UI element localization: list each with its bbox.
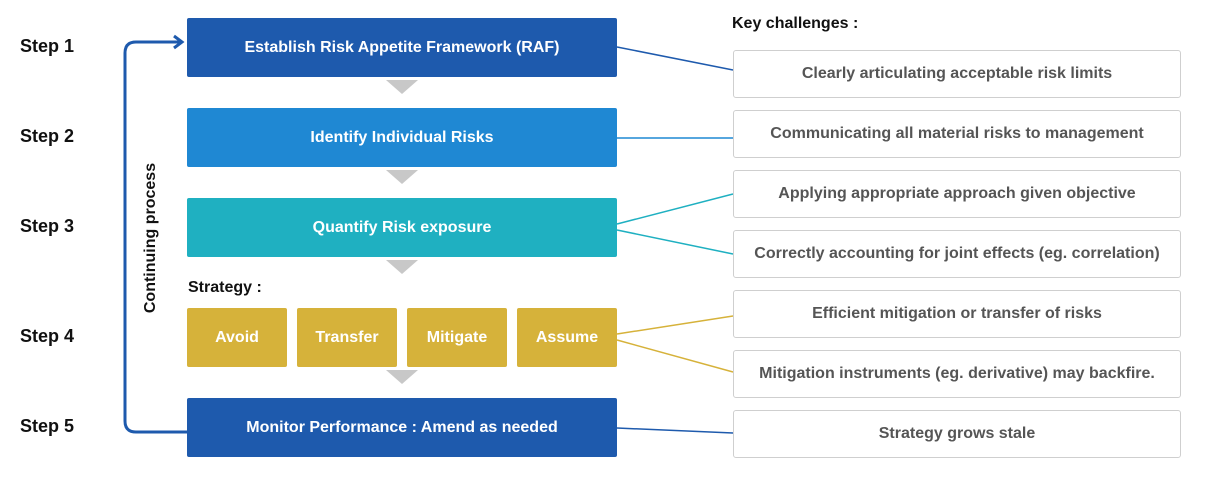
step-label-3: Step 3: [20, 216, 75, 236]
strategy-mitigate: Mitigate: [407, 308, 507, 367]
step-label-5: Step 5: [20, 416, 75, 436]
step-label-4: Step 4: [20, 326, 75, 346]
process-box-step2: Identify Individual Risks: [187, 108, 617, 167]
down-arrow-3: [386, 260, 418, 274]
down-arrow-2: [386, 170, 418, 184]
challenge-item-5: Efficient mitigation or transfer of risk…: [733, 290, 1181, 338]
challenge-item-2: Communicating all material risks to mana…: [733, 110, 1181, 158]
loop-arrow-head: [173, 34, 185, 50]
process-box-step3: Quantify Risk exposure: [187, 198, 617, 257]
connector-step4-a: [616, 315, 734, 335]
loop-arrow-line: [123, 40, 187, 434]
challenge-item-6: Mitigation instruments (eg. derivative) …: [733, 350, 1181, 398]
key-challenges-header: Key challenges :: [732, 15, 859, 32]
connector-step3-a: [616, 193, 734, 225]
down-arrow-4: [386, 370, 418, 384]
strategy-label: Strategy :: [188, 279, 262, 296]
challenge-item-1: Clearly articulating acceptable risk lim…: [733, 50, 1181, 98]
down-arrow-1: [386, 80, 418, 94]
challenge-item-3: Applying appropriate approach given obje…: [733, 170, 1181, 218]
strategy-assume: Assume: [517, 308, 617, 367]
step-label-2: Step 2: [20, 126, 75, 146]
connector-step5: [616, 427, 734, 434]
continuing-process-label: Continuing process: [142, 162, 159, 314]
step-label-1: Step 1: [20, 36, 75, 56]
process-box-step5: Monitor Performance : Amend as needed: [187, 398, 617, 457]
connector-step3-b: [616, 229, 734, 255]
connector-step1: [616, 46, 734, 71]
strategy-avoid: Avoid: [187, 308, 287, 367]
challenge-item-4: Correctly accounting for joint effects (…: [733, 230, 1181, 278]
strategy-transfer: Transfer: [297, 308, 397, 367]
challenge-item-7: Strategy grows stale: [733, 410, 1181, 458]
connector-step4-b: [616, 339, 734, 373]
process-box-step1: Establish Risk Appetite Framework (RAF): [187, 18, 617, 77]
